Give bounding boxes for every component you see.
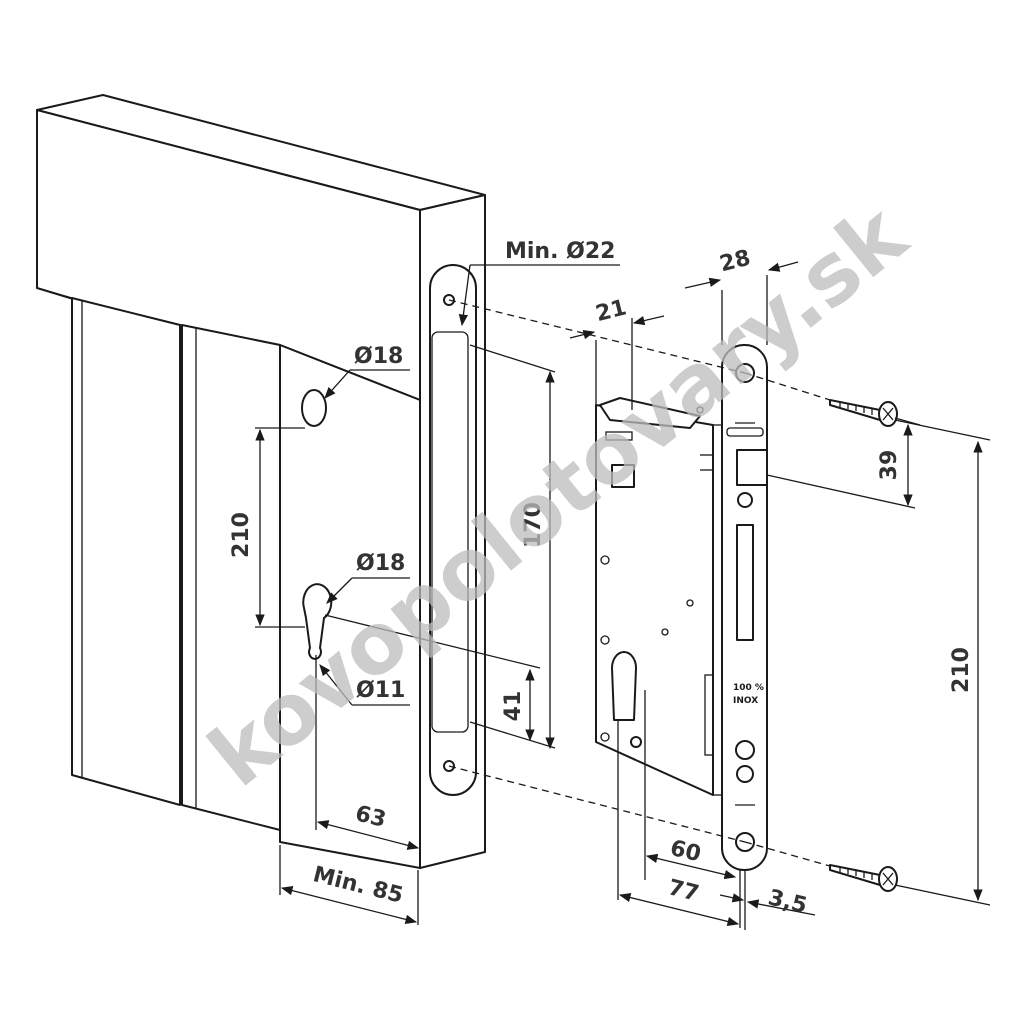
plate-text-100: 100 % — [733, 683, 764, 693]
lock-body: 100 % INOX — [595, 344, 768, 871]
dimensions: Min. Ø22 Ø18 Ø18 Ø11 210 170 41 63 — [229, 239, 991, 930]
label-hole-cylinder-18: Ø18 — [356, 551, 405, 576]
drill-holes — [301, 389, 333, 660]
screw-top-icon — [829, 399, 898, 427]
label-hole-top-18: Ø18 — [354, 344, 403, 369]
label-min-diameter-22: Min. Ø22 — [505, 239, 615, 264]
dim-210-right: 210 — [949, 647, 974, 693]
dim-28: 28 — [717, 246, 753, 278]
post-slot — [429, 264, 477, 796]
dim-39: 39 — [877, 450, 902, 481]
alignment-lines — [448, 299, 831, 867]
screw-bottom-icon — [829, 864, 898, 892]
dim-21: 21 — [593, 295, 629, 327]
plate-text-inox: INOX — [733, 696, 758, 706]
dim-77: 77 — [666, 875, 702, 907]
dim-170: 170 — [521, 502, 546, 548]
dim-41: 41 — [501, 691, 526, 722]
dim-min-85: Min. 85 — [310, 862, 405, 908]
dim-3-5: 3,5 — [766, 885, 810, 919]
dim-210-left: 210 — [229, 512, 254, 558]
label-hole-small-11: Ø11 — [356, 678, 405, 703]
